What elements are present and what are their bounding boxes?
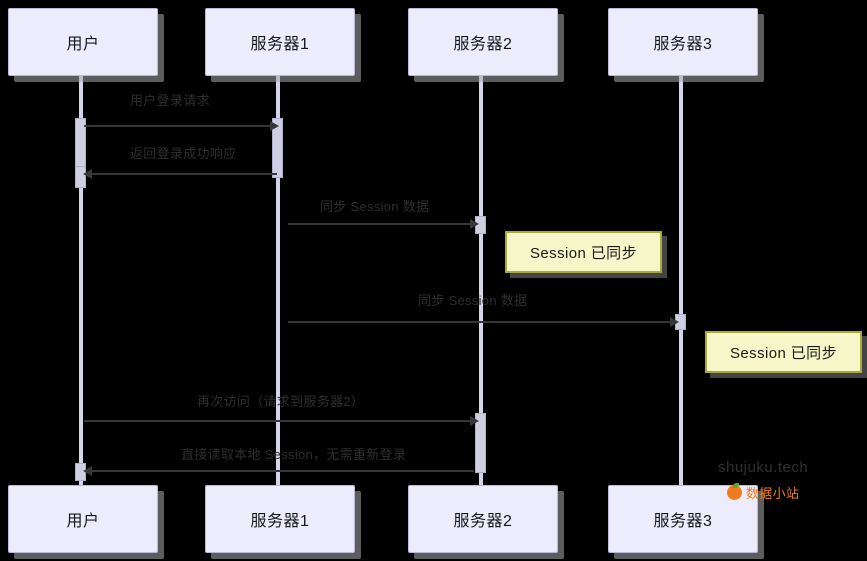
note-session-synced-server3[interactable]: Session 已同步 xyxy=(705,331,862,373)
participant-footer-server1-label: 服务器1 xyxy=(250,513,310,530)
message-label-revisit-request: 再次访问（请求到服务器2） xyxy=(197,394,365,409)
message-line-read-local-session xyxy=(89,470,474,472)
message-arrowhead-read-local-session xyxy=(83,466,92,476)
lifeline-server1 xyxy=(276,76,280,485)
message-arrowhead-login-request xyxy=(270,121,279,131)
note-session-synced-server2[interactable]: Session 已同步 xyxy=(505,231,662,273)
message-label-sync-session-server3: 同步 Session 数据 xyxy=(418,293,528,308)
watermark-url: shujuku.tech xyxy=(718,459,809,476)
orange-circle-logo-icon xyxy=(726,483,742,500)
message-label-login-request: 用户登录请求 xyxy=(130,93,210,108)
participant-footer-user[interactable]: 用户 xyxy=(8,485,158,553)
participant-header-user[interactable]: 用户 xyxy=(8,8,158,76)
participant-footer-server1[interactable]: 服务器1 xyxy=(205,485,355,553)
participant-header-server2-label: 服务器2 xyxy=(453,36,513,53)
message-arrowhead-sync-session-server3 xyxy=(670,317,679,327)
watermark-brand: 数据小站 xyxy=(726,483,800,502)
message-arrowhead-login-success xyxy=(83,169,92,179)
note-session-synced-server2-text: Session 已同步 xyxy=(530,244,637,262)
participant-header-server1[interactable]: 服务器1 xyxy=(205,8,355,76)
message-line-revisit-request xyxy=(84,420,473,422)
message-arrowhead-revisit-request xyxy=(470,416,479,426)
participant-footer-server2-label: 服务器2 xyxy=(453,513,513,530)
message-label-login-success: 返回登录成功响应 xyxy=(130,146,237,161)
message-label-sync-session-server2: 同步 Session 数据 xyxy=(320,199,430,214)
message-arrowhead-sync-session-server2 xyxy=(470,219,479,229)
participant-footer-user-label: 用户 xyxy=(66,513,100,530)
participant-header-server2[interactable]: 服务器2 xyxy=(408,8,558,76)
message-line-sync-session-server2 xyxy=(288,223,473,225)
activation-bar-server2-revisit xyxy=(475,413,486,473)
participant-footer-server3-label: 服务器3 xyxy=(653,513,713,530)
participant-header-server3[interactable]: 服务器3 xyxy=(608,8,758,76)
note-session-synced-server3-text: Session 已同步 xyxy=(730,344,837,362)
lifeline-server3 xyxy=(679,76,683,485)
activation-bar-server1 xyxy=(272,118,283,178)
message-label-read-local-session: 直接读取本地 Session，无需重新登录 xyxy=(181,447,407,462)
message-line-login-success xyxy=(89,173,277,175)
watermark: shujuku.tech 数据小站 xyxy=(718,459,808,502)
participant-header-server1-label: 服务器1 xyxy=(250,36,310,53)
lifeline-server2 xyxy=(479,76,483,485)
participant-header-user-label: 用户 xyxy=(66,36,100,53)
message-line-sync-session-server3 xyxy=(288,321,673,323)
message-line-login-request xyxy=(84,125,273,127)
watermark-brand-name: 数据小站 xyxy=(745,486,800,501)
participant-footer-server2[interactable]: 服务器2 xyxy=(408,485,558,553)
participant-header-server3-label: 服务器3 xyxy=(653,36,713,53)
lifeline-user xyxy=(79,76,83,485)
